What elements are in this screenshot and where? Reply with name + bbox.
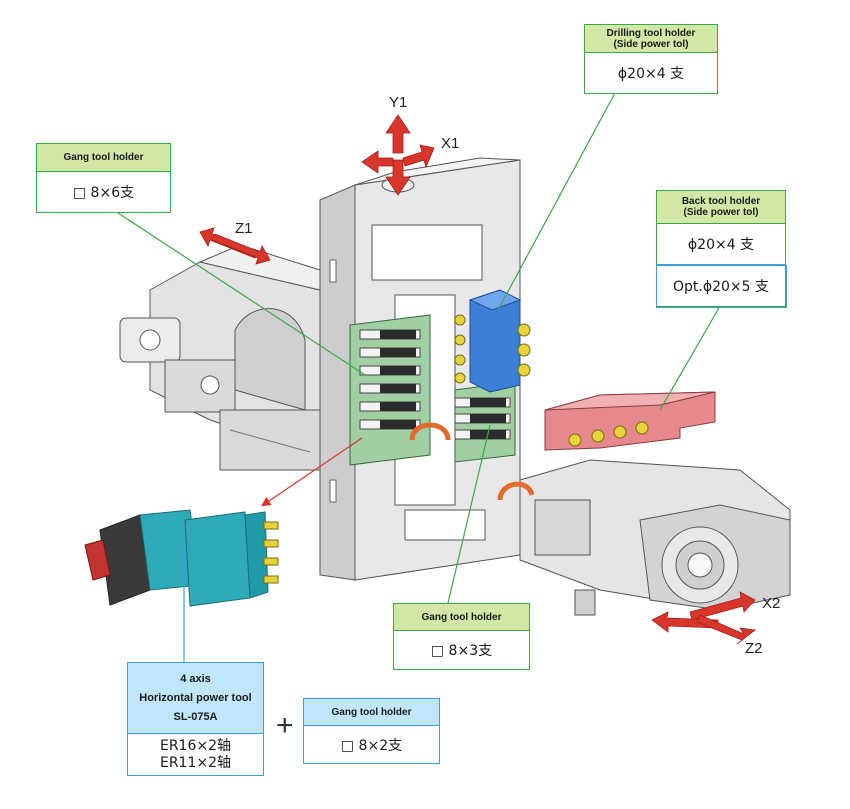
- x2-z2-assembly: [519, 459, 791, 616]
- callout-title-line2: (Side power tol): [683, 207, 759, 218]
- callout-value-line2: ER11×2轴: [159, 754, 232, 771]
- callout-value-line1: ER16×2轴: [159, 737, 232, 754]
- callout-gang-tool-holder-2: Gang tool holder □ 8×2支: [303, 698, 440, 764]
- back-tool-holder-block: [544, 391, 716, 451]
- callout-title-line2: Horizontal power tool: [139, 691, 252, 704]
- callout-title: Drilling tool holder (Side power tol): [585, 25, 717, 53]
- callout-title: 4 axis Horizontal power tool SL-075A: [128, 663, 263, 734]
- gang-tool-holder-3: [454, 381, 516, 463]
- callout-value: ϕ20×4 支: [657, 224, 785, 266]
- axis-label-z2: Z2: [745, 640, 763, 657]
- callout-title: Gang tool holder: [304, 699, 439, 726]
- callout-title-text: Gang tool holder: [421, 611, 502, 623]
- callout-title-line3: SL-075A: [173, 710, 218, 723]
- leader-lines: [117, 92, 721, 662]
- callout-title-line2: (Side power tol): [613, 38, 689, 50]
- callout-back-tool-holder: Back tool holder (Side power tol) ϕ20×4 …: [655, 190, 787, 308]
- drilling-tool-block: [454, 289, 531, 393]
- callout-horizontal-power-tool: 4 axis Horizontal power tool SL-075A ER1…: [127, 662, 264, 776]
- axis-arrows: [199, 114, 756, 645]
- callout-value: □ 8×2支: [340, 737, 403, 754]
- callout-gang-tool-holder-3: Gang tool holder □ 8×3支: [393, 603, 530, 670]
- callout-option-value: Opt.ϕ20×5 支: [655, 265, 787, 308]
- callout-title: Gang tool holder: [37, 144, 170, 172]
- horizontal-power-tool: [84, 509, 279, 607]
- callout-value: ϕ20×4 支: [617, 66, 685, 82]
- callout-title-line1: 4 axis: [180, 672, 211, 685]
- callout-title-line1: Back tool holder: [681, 196, 761, 207]
- callout-drilling-tool-holder: Drilling tool holder (Side power tol) ϕ2…: [584, 24, 718, 94]
- axis-label-y1: Y1: [389, 94, 408, 111]
- callout-gang-tool-holder-6: Gang tool holder □ 8×6支: [36, 143, 171, 213]
- callout-title: Gang tool holder: [394, 604, 529, 631]
- z1-slide-assembly: [119, 244, 321, 471]
- callout-value: ER16×2轴 ER11×2轴: [128, 734, 263, 775]
- callout-value: □ 8×6支: [72, 185, 135, 201]
- callout-value: □ 8×3支: [430, 643, 493, 659]
- axis-label-z1: Z1: [235, 220, 253, 237]
- callout-title: Back tool holder (Side power tol): [657, 191, 785, 224]
- rotation-arrows: [409, 422, 535, 501]
- callout-title-line1: Drilling tool holder: [606, 27, 696, 39]
- gang-tool-holder-6: [349, 314, 431, 466]
- callout-title-text: Gang tool holder: [331, 706, 412, 718]
- callout-title-text: Gang tool holder: [63, 152, 144, 163]
- axis-label-x2: X2: [762, 595, 781, 612]
- axis-label-x1: X1: [441, 135, 460, 152]
- plus-sign: +: [276, 709, 294, 742]
